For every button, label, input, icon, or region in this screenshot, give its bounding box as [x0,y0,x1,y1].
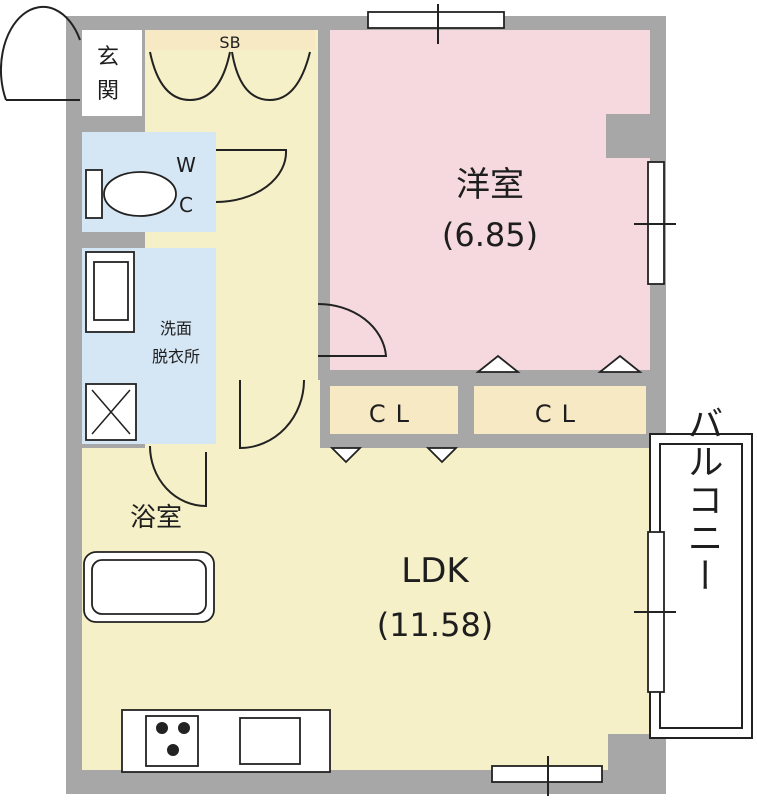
toilet-bowl [103,171,177,217]
wc-label-1: W [176,153,196,177]
western-door [317,302,388,357]
balcony-label: バルコニー [682,405,723,595]
closet-left-label: CL [369,400,419,428]
bath-door [149,445,207,508]
western-room-size: (6.85) [442,216,538,254]
washroom-label-2: 脱衣所 [152,347,200,366]
ldk-name: LDK [401,551,470,591]
western-room-name: 洋室 [456,165,524,205]
balcony-inner [659,443,743,729]
sink [239,717,301,765]
entrance-floor [82,30,142,116]
window-top [367,11,505,29]
washroom-label-1: 洗面 [160,319,192,338]
wc-door [215,149,288,203]
ldk-size: (11.58) [377,606,494,644]
shoe-box-label: SB [219,33,240,52]
entrance-door [0,5,81,101]
toilet-tank [85,169,103,219]
entrance-label-2: 関 [97,79,119,104]
ldk-door [239,379,305,450]
entrance-label-1: 玄 [97,45,119,70]
pillar [608,734,652,774]
ldk-hall-floor [230,380,320,460]
shoe-box-doors [149,51,311,102]
stove [145,715,199,767]
closet-left-floor [330,386,458,434]
closet-right-floor [474,386,646,434]
closet-right-arrows [475,354,643,373]
closet-right-label: CL [535,400,585,428]
wc-label-2: C [179,193,193,217]
pillar [606,114,652,158]
closet-left-arrows [329,447,459,464]
western-room-floor [330,30,650,370]
shoe-box-strip [145,30,315,50]
bath-label: 浴室 [130,503,182,533]
